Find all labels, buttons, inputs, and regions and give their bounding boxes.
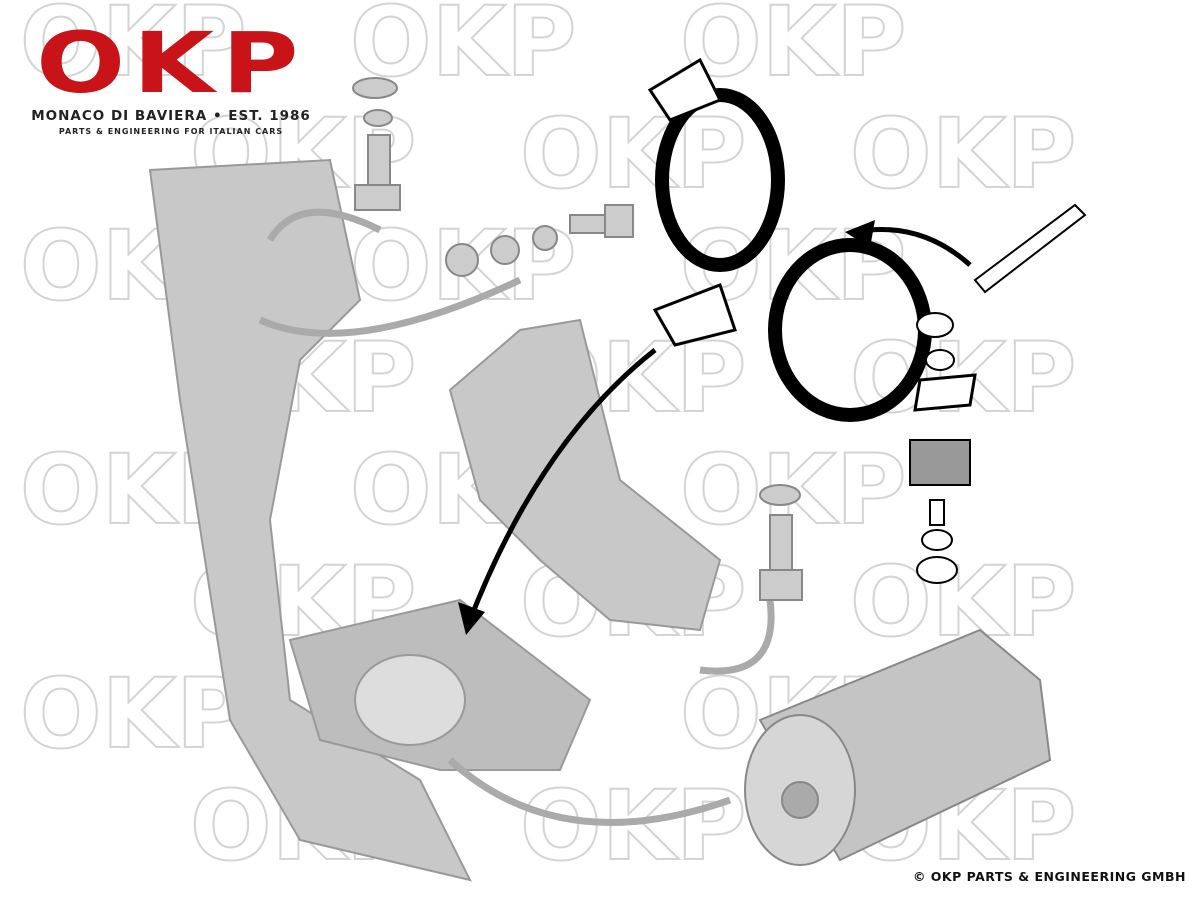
logo-subtitle: PARTS & ENGINEERING FOR ITALIAN CARS bbox=[58, 127, 284, 136]
black-fasteners bbox=[909, 203, 1087, 584]
logo-brand: OKP bbox=[35, 14, 307, 112]
clamp-tabs bbox=[647, 57, 977, 412]
watermark-text: OKP bbox=[680, 0, 906, 98]
starter-motor bbox=[744, 628, 1052, 866]
gray-arrows bbox=[258, 208, 775, 826]
copyright-notice: © OKP PARTS & ENGINEERING GMBH bbox=[912, 869, 1186, 884]
okp-logo: OKP MONACO DI BAVIERA • EST. 1986 PARTS … bbox=[28, 21, 314, 136]
watermark-text: OKP bbox=[20, 0, 246, 98]
arrowheads bbox=[458, 220, 875, 635]
watermark-text: OKP bbox=[850, 98, 1076, 210]
logo-tagline: MONACO DI BAVIERA • EST. 1986 bbox=[31, 108, 311, 124]
watermark-text: OKP bbox=[520, 98, 746, 210]
mounting-bracket bbox=[148, 158, 722, 882]
watermark-text: OKP bbox=[20, 658, 246, 770]
gray-fasteners bbox=[352, 77, 803, 601]
watermark-text: OKP bbox=[520, 770, 746, 882]
